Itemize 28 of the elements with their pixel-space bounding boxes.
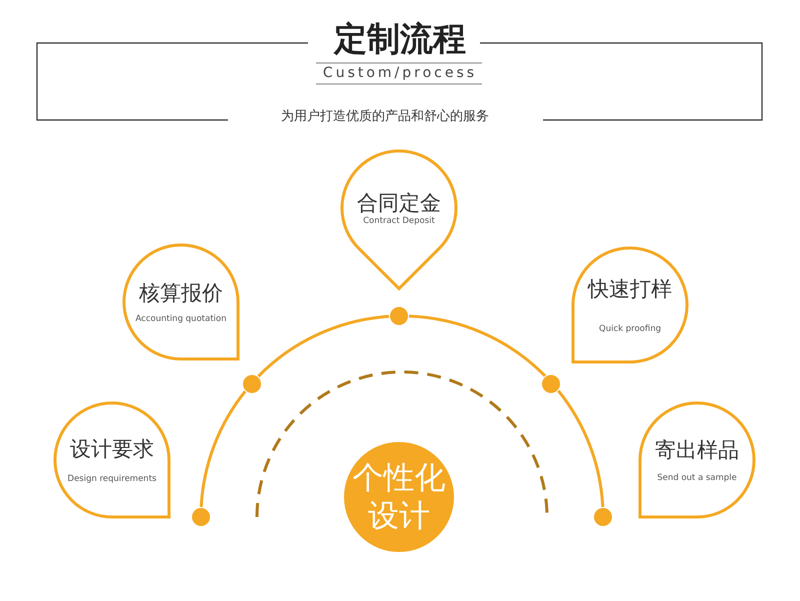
- step-title: 寄出样品: [655, 436, 739, 462]
- timeline-dot: [192, 508, 210, 526]
- teardrop-card: [53, 401, 171, 519]
- arc-connector: [557, 390, 604, 508]
- step-subtitle: Design requirements: [68, 474, 156, 484]
- step-title: 快速打样: [588, 276, 672, 302]
- tagline: 为用户打造优质的产品和舒心的服务: [280, 108, 490, 126]
- arc-connector: [408, 314, 546, 378]
- arc-connector: [200, 390, 246, 508]
- teardrop-card: [340, 149, 458, 291]
- center-circle: 个性化设计: [344, 442, 454, 552]
- timeline-dot: [243, 375, 261, 393]
- subtitle: Custom/process: [322, 64, 478, 83]
- timeline-dot: [390, 307, 408, 325]
- step-subtitle: Accounting quotation: [136, 314, 226, 324]
- step-subtitle: Contract Deposit: [363, 216, 435, 226]
- timeline-dot: [542, 375, 560, 393]
- step-subtitle: Quick proofing: [599, 324, 661, 334]
- teardrop-card: [122, 243, 240, 361]
- step-title: 合同定金: [357, 190, 441, 216]
- step-title: 设计要求: [70, 436, 154, 462]
- step-title: 核算报价: [139, 280, 223, 306]
- timeline-dot: [594, 508, 612, 526]
- teardrop-card: [571, 246, 689, 364]
- arc-connector: [257, 314, 390, 378]
- teardrop-card: [638, 401, 756, 519]
- title: 定制流程: [332, 18, 467, 60]
- step-subtitle: Send out a sample: [657, 472, 737, 484]
